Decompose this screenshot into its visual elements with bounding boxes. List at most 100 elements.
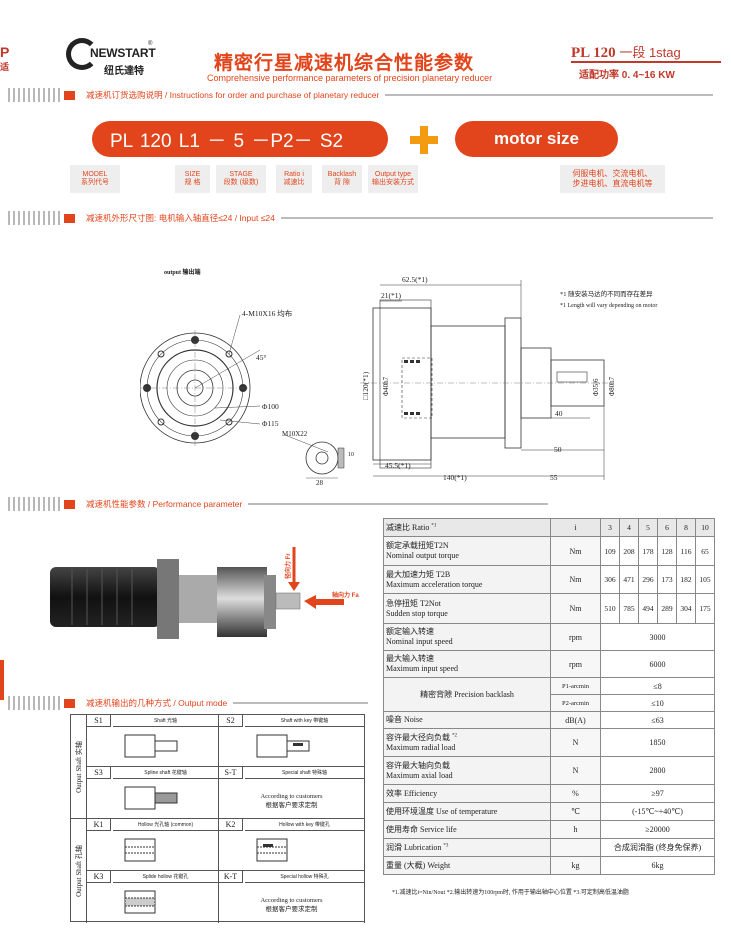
tag-line2: 步进电机、直流电机等 <box>572 179 653 188</box>
row-unit: Nm <box>550 565 601 594</box>
tag-cn: 减速比 <box>283 179 305 186</box>
section-line <box>385 94 713 96</box>
ratio-10: 10 <box>695 518 715 537</box>
shaft-icon <box>124 734 178 758</box>
mode-S2: S2 Shaft with key 带键轴 <box>219 715 365 767</box>
dim-140: 140(*1) <box>443 473 467 482</box>
lub-mark: *3 <box>443 842 449 848</box>
tag-en: Ratio i <box>284 170 304 178</box>
cell: 178 <box>638 536 658 566</box>
eff-label: 效率 Efficiency <box>383 784 551 803</box>
tag-en: STAGE <box>229 170 253 178</box>
custom-note: According to customers 根据客户要求定制 <box>219 897 364 915</box>
noise-label: 噪音 Noise <box>383 711 551 729</box>
life-value: ≥20000 <box>600 820 715 839</box>
cell: 289 <box>657 593 677 624</box>
spline-shaft-icon <box>124 786 178 810</box>
noise-unit: dB(A) <box>550 711 601 729</box>
temp-value: (-15℃~+40℃) <box>600 802 715 821</box>
tag-en: Backlash <box>327 170 357 178</box>
axial-force-label: 轴向力 Fa <box>332 591 359 599</box>
order-code-pill: PL 120 L1 － 5 －P2－ S2 <box>92 121 388 157</box>
table-row: 效率 Efficiency % ≥97 <box>383 784 715 803</box>
logo-registered: ® <box>148 41 153 47</box>
table-row: 重量 (大概) Weight kg 6kg <box>383 856 715 875</box>
model-badge: PL 120 一段 1stag 适配功率 0. 4~16 KW <box>571 42 731 81</box>
cell: 65 <box>695 536 715 566</box>
ratio-4: 4 <box>619 518 639 537</box>
motor-body <box>50 567 160 627</box>
logo-cn: 纽氏達特 <box>104 66 144 77</box>
keyed-shaft-icon <box>256 734 310 758</box>
dimension-drawing: output 输出端 4-M10X16 均布 45° Φ100 Φ115 M10… <box>140 268 657 487</box>
section-line <box>233 702 368 704</box>
solid-shaft-side: Output Shaft 实轴 <box>71 715 87 819</box>
section-perf: 减速机性能参数 / Performance parameter <box>8 496 713 512</box>
hollow-key-icon <box>256 838 288 862</box>
mode-code: K1 <box>87 819 111 831</box>
weight-label: 重量 (大概) Weight <box>383 856 551 875</box>
dim-50: 50 <box>554 445 562 454</box>
mode-desc: Special hollow 特殊孔 <box>245 871 364 883</box>
section-marker-icon <box>64 90 75 100</box>
model-badge-rule <box>571 61 721 63</box>
d100-callout: Φ100 <box>262 402 279 411</box>
dim-455: 45.5(*1) <box>385 461 411 470</box>
radial-force-label: 径向力 Fr <box>284 553 292 579</box>
lub-label: 润滑 Lubrication <box>386 842 442 852</box>
section-dims: 减速机外形尺寸图: 电机输入轴直径≤24 / Input ≤24 <box>8 210 713 226</box>
radial-value: 1850 <box>600 728 715 757</box>
cell: 471 <box>619 565 639 594</box>
cell: 510 <box>600 593 620 624</box>
table-row: 使用寿命 Service life h ≥20000 <box>383 820 715 839</box>
axial-value: 2800 <box>600 756 715 785</box>
page-edge: P 适 <box>0 44 14 73</box>
p2-unit: P2-arcmin <box>550 694 601 712</box>
model-power: 适配功率 0. 4~16 KW <box>579 70 675 81</box>
weight-unit: kg <box>550 856 601 875</box>
section-stripes <box>8 88 60 102</box>
section-order: 减速机订货选购说明 / Instructions for order and p… <box>8 87 713 103</box>
mode-S1: S1 Shaft 光轴 <box>87 715 219 767</box>
ratio-row: 减速比 Ratio *1 i 3 4 5 6 8 10 <box>383 518 715 537</box>
cell: 304 <box>676 593 696 624</box>
tag-cn: 规 格 <box>184 179 201 186</box>
logo-ring-icon <box>66 38 98 70</box>
custom-note: According to customers 根据客户要求定制 <box>219 793 364 811</box>
custom-cn: 根据客户要求定制 <box>265 801 318 809</box>
section-stripes <box>8 497 60 511</box>
mode-K3: K3 Splide hollow 花键孔 <box>87 871 219 923</box>
edge-red-bar <box>0 660 4 700</box>
axial-unit: N <box>550 756 601 785</box>
dim-phi80: Φ80h7 <box>608 376 616 396</box>
adapter <box>179 575 219 623</box>
output-label: output 输出端 <box>164 268 201 276</box>
temp-unit: ℃ <box>550 802 601 821</box>
output-modes-table: Output Shaft 实轴 Output Shaft 孔轴 S1 Shaft… <box>70 714 365 923</box>
p2-value: ≤10 <box>600 694 715 712</box>
keyshaft-detail <box>284 434 345 479</box>
section-line <box>280 217 713 219</box>
row-unit: rpm <box>550 650 601 678</box>
mode-code: K-T <box>219 871 243 883</box>
dim-sq120: □120(*1) <box>361 371 370 400</box>
section-marker-icon <box>64 698 75 708</box>
mode-KT: K-T Special hollow 特殊孔 According to cust… <box>219 871 365 923</box>
keyshaft-callout: M10X22 <box>282 430 308 438</box>
hollow-icon <box>124 838 156 862</box>
dimension-lines <box>373 280 605 480</box>
tag-size: SIZE 规 格 <box>175 165 210 193</box>
eff-unit: % <box>550 784 601 803</box>
mode-ST: S-T Special shaft 特殊轴 According to custo… <box>219 767 365 819</box>
cell: 128 <box>657 536 677 566</box>
mode-desc: Spline shaft 花键轴 <box>113 767 218 779</box>
